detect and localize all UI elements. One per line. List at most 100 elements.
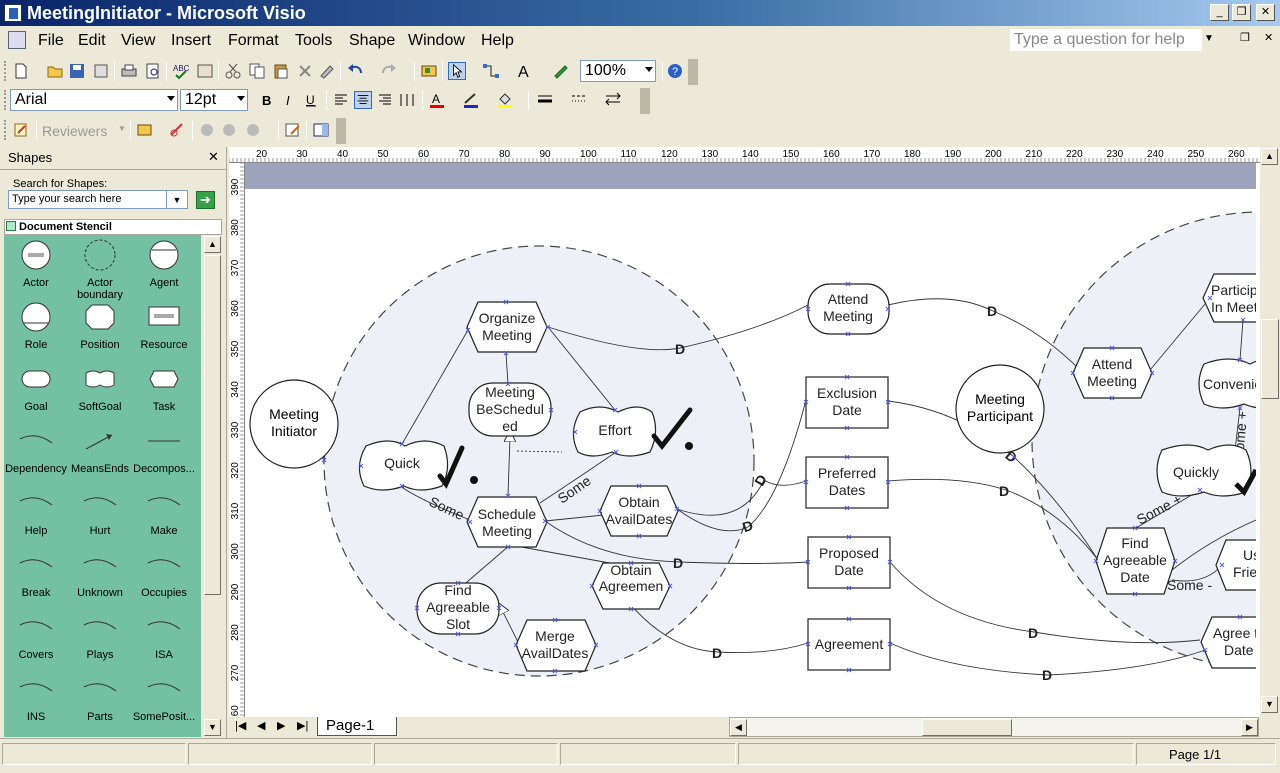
open-icon[interactable] bbox=[46, 62, 64, 80]
dependency-link[interactable] bbox=[889, 642, 1206, 676]
stencil-item[interactable]: Role bbox=[4, 301, 68, 363]
close-button[interactable]: ✕ bbox=[1256, 4, 1275, 21]
stencil-item[interactable]: SoftGoal bbox=[68, 363, 132, 425]
font-select[interactable]: Arial bbox=[10, 89, 178, 111]
stencil-item[interactable]: Parts bbox=[68, 673, 132, 735]
menu-window[interactable]: Window bbox=[408, 32, 465, 49]
paste-icon[interactable] bbox=[272, 62, 290, 80]
bold-icon[interactable]: B bbox=[258, 91, 276, 109]
shape-search-input[interactable]: Type your search here bbox=[8, 190, 188, 209]
doc-close-button[interactable]: ✕ bbox=[1264, 32, 1274, 44]
stencil-item[interactable]: Covers bbox=[4, 611, 68, 673]
goal-find-agreeable-slot[interactable]: Find Agreeable Slot bbox=[416, 582, 500, 635]
menu-shape[interactable]: Shape bbox=[349, 32, 396, 49]
reviewers-dropdown[interactable]: Reviewers bbox=[42, 123, 108, 139]
toolbar-grip[interactable] bbox=[4, 90, 8, 110]
scroll-right-icon[interactable]: ▶ bbox=[1241, 719, 1258, 736]
stencil-item[interactable]: Resource bbox=[132, 301, 196, 363]
minimize-button[interactable]: _ bbox=[1210, 4, 1229, 21]
some-minus-link[interactable] bbox=[399, 485, 471, 521]
reviewing-pane-icon[interactable] bbox=[312, 121, 330, 139]
copy-icon[interactable] bbox=[248, 62, 266, 80]
align-right-icon[interactable] bbox=[376, 91, 394, 109]
stencil-item[interactable]: ISA bbox=[132, 611, 196, 673]
stencil-item[interactable]: INS bbox=[4, 673, 68, 735]
align-left-icon[interactable] bbox=[332, 91, 350, 109]
dependency-link[interactable] bbox=[544, 520, 809, 564]
document-icon[interactable] bbox=[8, 31, 26, 49]
resource-proposed-date[interactable]: Proposed Date bbox=[807, 536, 891, 589]
task-agree-to-date[interactable]: Agree t Date bbox=[1200, 616, 1256, 669]
stencil-item[interactable]: Agent bbox=[132, 239, 196, 301]
dependency-link[interactable] bbox=[889, 561, 1201, 644]
scroll-left-icon[interactable]: ◀ bbox=[730, 719, 747, 736]
shapes-window-icon[interactable] bbox=[420, 62, 438, 80]
menu-edit[interactable]: Edit bbox=[78, 32, 106, 49]
softgoal-effort[interactable]: Effort bbox=[572, 406, 657, 457]
doc-restore-button[interactable]: ❐ bbox=[1240, 32, 1250, 44]
pointer-tool-icon[interactable] bbox=[448, 62, 466, 80]
accept-markup-icon[interactable] bbox=[198, 121, 216, 139]
goal-meeting-be-scheduled[interactable]: Meeting BeSchedul ed bbox=[468, 382, 552, 437]
stencil-item[interactable]: Unknown bbox=[68, 549, 132, 611]
stencil-item[interactable]: Goal bbox=[4, 363, 68, 425]
some-plus-link[interactable] bbox=[1135, 489, 1201, 529]
print-preview-icon[interactable] bbox=[144, 62, 162, 80]
stencil-item[interactable]: Hurt bbox=[68, 487, 132, 549]
stencil-item[interactable]: Dependency bbox=[4, 425, 68, 487]
dependency-link[interactable] bbox=[887, 478, 1099, 561]
reviewers-dropdown-arrow-icon[interactable]: ▼ bbox=[118, 124, 126, 133]
restore-button[interactable]: ❐ bbox=[1232, 4, 1251, 21]
line-color-icon[interactable] bbox=[462, 91, 480, 109]
scroll-up-icon[interactable]: ▲ bbox=[1261, 148, 1278, 165]
delete-markup-icon[interactable] bbox=[244, 121, 262, 139]
softgoal-convenient[interactable]: Convenie bbox=[1198, 358, 1256, 409]
spelling-icon[interactable]: ABC bbox=[172, 62, 190, 80]
stencil-item[interactable]: Task bbox=[132, 363, 196, 425]
stencil-item[interactable]: SomePosit... bbox=[132, 673, 196, 735]
scroll-thumb[interactable] bbox=[1261, 319, 1279, 399]
text-tool-icon[interactable]: A bbox=[516, 62, 534, 80]
toolbar-grip[interactable] bbox=[4, 120, 8, 140]
dependency-link[interactable] bbox=[629, 603, 809, 654]
task-participate-in-meeting[interactable]: Particip In Meet bbox=[1202, 273, 1256, 323]
font-color-icon[interactable]: A bbox=[428, 91, 446, 109]
scroll-down-icon[interactable]: ▼ bbox=[1261, 696, 1278, 713]
toolbar-grip[interactable] bbox=[4, 61, 8, 81]
redo-icon[interactable] bbox=[380, 62, 398, 80]
task-obtain-agreement[interactable]: Obtain Agreemen bbox=[591, 562, 671, 610]
decomposition-link[interactable] bbox=[544, 514, 605, 522]
help-icon[interactable]: ? bbox=[666, 62, 684, 80]
means-ends-link[interactable] bbox=[508, 436, 510, 497]
means-ends-link[interactable] bbox=[501, 608, 521, 647]
toolbar-options-icon[interactable] bbox=[640, 88, 650, 114]
save-icon[interactable] bbox=[68, 62, 86, 80]
first-page-icon[interactable]: |◀ bbox=[235, 720, 247, 732]
actor-boundary[interactable] bbox=[1031, 211, 1256, 669]
resource-exclusion-date[interactable]: Exclusion Date bbox=[805, 376, 889, 429]
edit-icon[interactable] bbox=[284, 121, 302, 139]
stencil-item[interactable]: MeansEnds bbox=[68, 425, 132, 487]
dependency-link[interactable] bbox=[547, 304, 809, 351]
menu-help[interactable]: Help bbox=[481, 32, 514, 49]
print-icon[interactable] bbox=[120, 62, 138, 80]
actor-meeting-participant[interactable]: Meeting Participant bbox=[955, 364, 1045, 454]
menu-tools[interactable]: Tools bbox=[295, 32, 333, 49]
stencil-item[interactable]: Plays bbox=[68, 611, 132, 673]
stencil-item[interactable]: Occupies bbox=[132, 549, 196, 611]
dependency-link[interactable] bbox=[676, 399, 807, 532]
decomposition-link[interactable] bbox=[459, 544, 511, 589]
task-attend-meeting[interactable]: Attend Meeting bbox=[1072, 347, 1153, 399]
search-go-button[interactable]: ➔ bbox=[196, 191, 215, 209]
decomposition-link[interactable] bbox=[1149, 297, 1211, 371]
menu-file[interactable]: File bbox=[38, 32, 64, 49]
stencil-header[interactable]: Document Stencil bbox=[4, 219, 222, 235]
task-use-friendly[interactable]: Us Frie bbox=[1215, 539, 1256, 591]
italic-icon[interactable]: I bbox=[280, 91, 298, 109]
menu-insert[interactable]: Insert bbox=[171, 32, 212, 49]
track-markup-icon[interactable] bbox=[12, 121, 30, 139]
task-schedule-meeting[interactable]: Schedule Meeting bbox=[466, 496, 548, 548]
line-weight-icon[interactable] bbox=[536, 91, 554, 109]
page-tab[interactable]: Page-1 bbox=[317, 717, 397, 736]
